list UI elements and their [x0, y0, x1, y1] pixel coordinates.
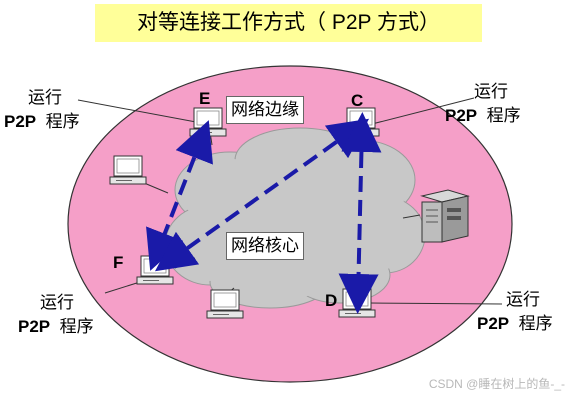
watermark: CSDN @睡在树上的鱼-_-: [428, 377, 565, 391]
host-d-computer-icon: [338, 288, 376, 318]
node-label-c: C: [351, 91, 364, 110]
p2p-arrows: [146, 112, 382, 314]
annotation-leaders: [77, 97, 503, 305]
node-label-d: D: [325, 291, 338, 310]
annotation-run-right-bottom: 运行: [506, 290, 540, 309]
annotation-program-left-bottom: P2P 程序: [18, 317, 94, 336]
annotation-program-right-bottom: P2P 程序: [477, 314, 553, 333]
network-edge-label: 网络边缘: [226, 96, 304, 124]
host-computer-icon: [109, 155, 147, 185]
network-core-label: 网络核心: [226, 232, 304, 260]
arrow-c-d: [338, 112, 382, 314]
annotation-program-left-top: P2P 程序: [4, 112, 80, 131]
page-title: 对等连接工作方式（ P2P 方式）: [137, 11, 440, 34]
annotation-run-left-top: 运行: [28, 88, 62, 107]
annotation-program-right-top: P2P 程序: [445, 106, 521, 125]
host-e-computer-icon: [189, 107, 227, 137]
title-background: [95, 4, 482, 42]
node-label-e: E: [199, 89, 211, 108]
server-icon: [420, 189, 470, 243]
annotation-run-left-bottom: 运行: [40, 293, 74, 312]
arrow-c-f: [154, 118, 370, 272]
node-label-f: F: [113, 253, 124, 272]
annotation-run-right-top: 运行: [474, 82, 508, 101]
host-computer-icon: [206, 289, 244, 319]
